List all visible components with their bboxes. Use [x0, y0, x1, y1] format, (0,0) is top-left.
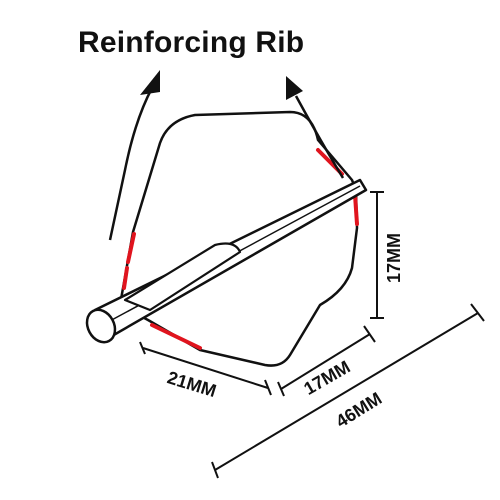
- dim-right-side: [370, 191, 384, 319]
- dim-bottom-left: [139, 341, 272, 396]
- dim-bottom-left-label: 21MM: [165, 367, 219, 401]
- dim-bottom-right: [277, 325, 376, 397]
- shaft-fin: [123, 242, 242, 312]
- dim-right-side-label: 17MM: [384, 233, 404, 283]
- shaft-end-cap: [85, 308, 117, 344]
- rib-right-side: [353, 193, 359, 226]
- arrow-right: [286, 76, 345, 179]
- arrow-left: [108, 70, 160, 241]
- diagram-title: Reinforcing Rib: [78, 26, 305, 59]
- rib-left-upper: [126, 232, 136, 264]
- rib-left-lower: [122, 266, 129, 290]
- rib-bottom-left: [150, 323, 202, 350]
- dim-total: [211, 303, 485, 479]
